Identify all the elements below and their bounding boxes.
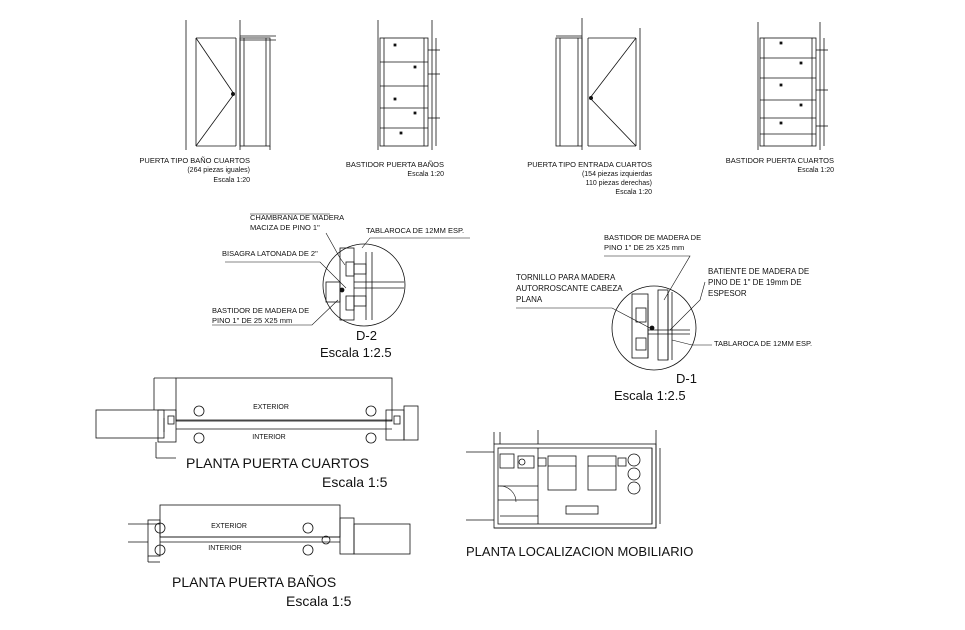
frame-bath-scale: Escala 1:20: [407, 171, 444, 178]
frame-bath-title: BASTIDOR PUERTA BAÑOS: [345, 160, 444, 169]
plan-baths-interior: INTERIOR: [208, 545, 242, 552]
detail-d1-drawing: [516, 255, 712, 371]
door-bath-elevation: [185, 20, 276, 150]
frame-bath-elevation: [377, 20, 440, 150]
plan-baths-exterior: EXTERIOR: [211, 523, 247, 530]
plan-baths-drawing: [128, 504, 411, 563]
detail-d2-drawing: [212, 213, 470, 327]
plan-rooms-exterior: EXTERIOR: [253, 404, 289, 411]
d2-chambrana-label-1: CHAMBRANA DE MADERA: [250, 213, 345, 222]
door-bath-note: (264 piezas iguales): [187, 167, 250, 174]
frame-rooms-elevation: [757, 22, 828, 150]
door-entry-title: PUERTA TIPO ENTRADA CUARTOS: [527, 160, 652, 169]
d2-chambrana-label-2: MACIZA DE PINO 1": [250, 223, 320, 232]
d2-title: D-2: [356, 328, 377, 343]
d2-bastidor-label-1: BASTIDOR DE MADERA DE: [212, 306, 310, 315]
plan-rooms-drawing: [95, 377, 419, 459]
d2-scale: Escala 1:2.5: [320, 345, 392, 360]
frame-rooms-scale: Escala 1:20: [797, 167, 834, 174]
d1-batiente-label-2: PINO DE 1" DE 19mm DE: [708, 278, 802, 287]
d1-tornillo-label-2: AUTORROSCANTE CABEZA: [516, 284, 623, 293]
door-entry-note-1: (154 piezas izquierdas: [581, 171, 652, 178]
d1-bastidor-label-2: PINO 1" DE 25 X25 mm: [604, 243, 685, 252]
d1-batiente-label-1: BATIENTE DE MADERA DE: [708, 267, 810, 276]
door-bath-scale: Escala 1:20: [213, 177, 250, 184]
d1-bastidor-label-1: BASTIDOR DE MADERA DE: [604, 233, 702, 242]
d2-bisagra-label: BISAGRA LATONADA DE 2": [222, 249, 318, 258]
plan-baths-scale: Escala 1:5: [286, 593, 352, 609]
plan-rooms-title: PLANTA PUERTA CUARTOS: [186, 455, 370, 471]
door-entry-elevation: [555, 18, 641, 150]
door-entry-note-2: 110 piezas derechas): [585, 180, 652, 187]
plan-furniture-title: PLANTA LOCALIZACION MOBILIARIO: [466, 544, 694, 559]
plan-furniture-drawing: [466, 430, 661, 529]
d1-scale: Escala 1:2.5: [614, 388, 686, 403]
plan-rooms-scale: Escala 1:5: [322, 474, 388, 490]
d1-tablaroca-label: TABLAROCA DE 12MM ESP.: [714, 339, 813, 348]
d2-bastidor-label-2: PINO 1" DE 25 X25 mm: [212, 316, 293, 325]
d2-tablaroca-label: TABLAROCA DE 12MM ESP.: [366, 226, 465, 235]
plan-rooms-interior: INTERIOR: [252, 434, 286, 441]
plan-baths-title: PLANTA PUERTA BAÑOS: [172, 574, 337, 590]
door-bath-title: PUERTA TIPO BAÑO CUARTOS: [139, 156, 250, 165]
d1-tornillo-label-1: TORNILLO PARA MADERA: [516, 273, 616, 282]
d1-batiente-label-3: ESPESOR: [708, 289, 747, 298]
d1-tornillo-label-3: PLANA: [516, 295, 543, 304]
door-entry-scale: Escala 1:20: [615, 189, 652, 196]
d1-title: D-1: [676, 371, 697, 386]
frame-rooms-title: BASTIDOR PUERTA CUARTOS: [725, 156, 834, 165]
